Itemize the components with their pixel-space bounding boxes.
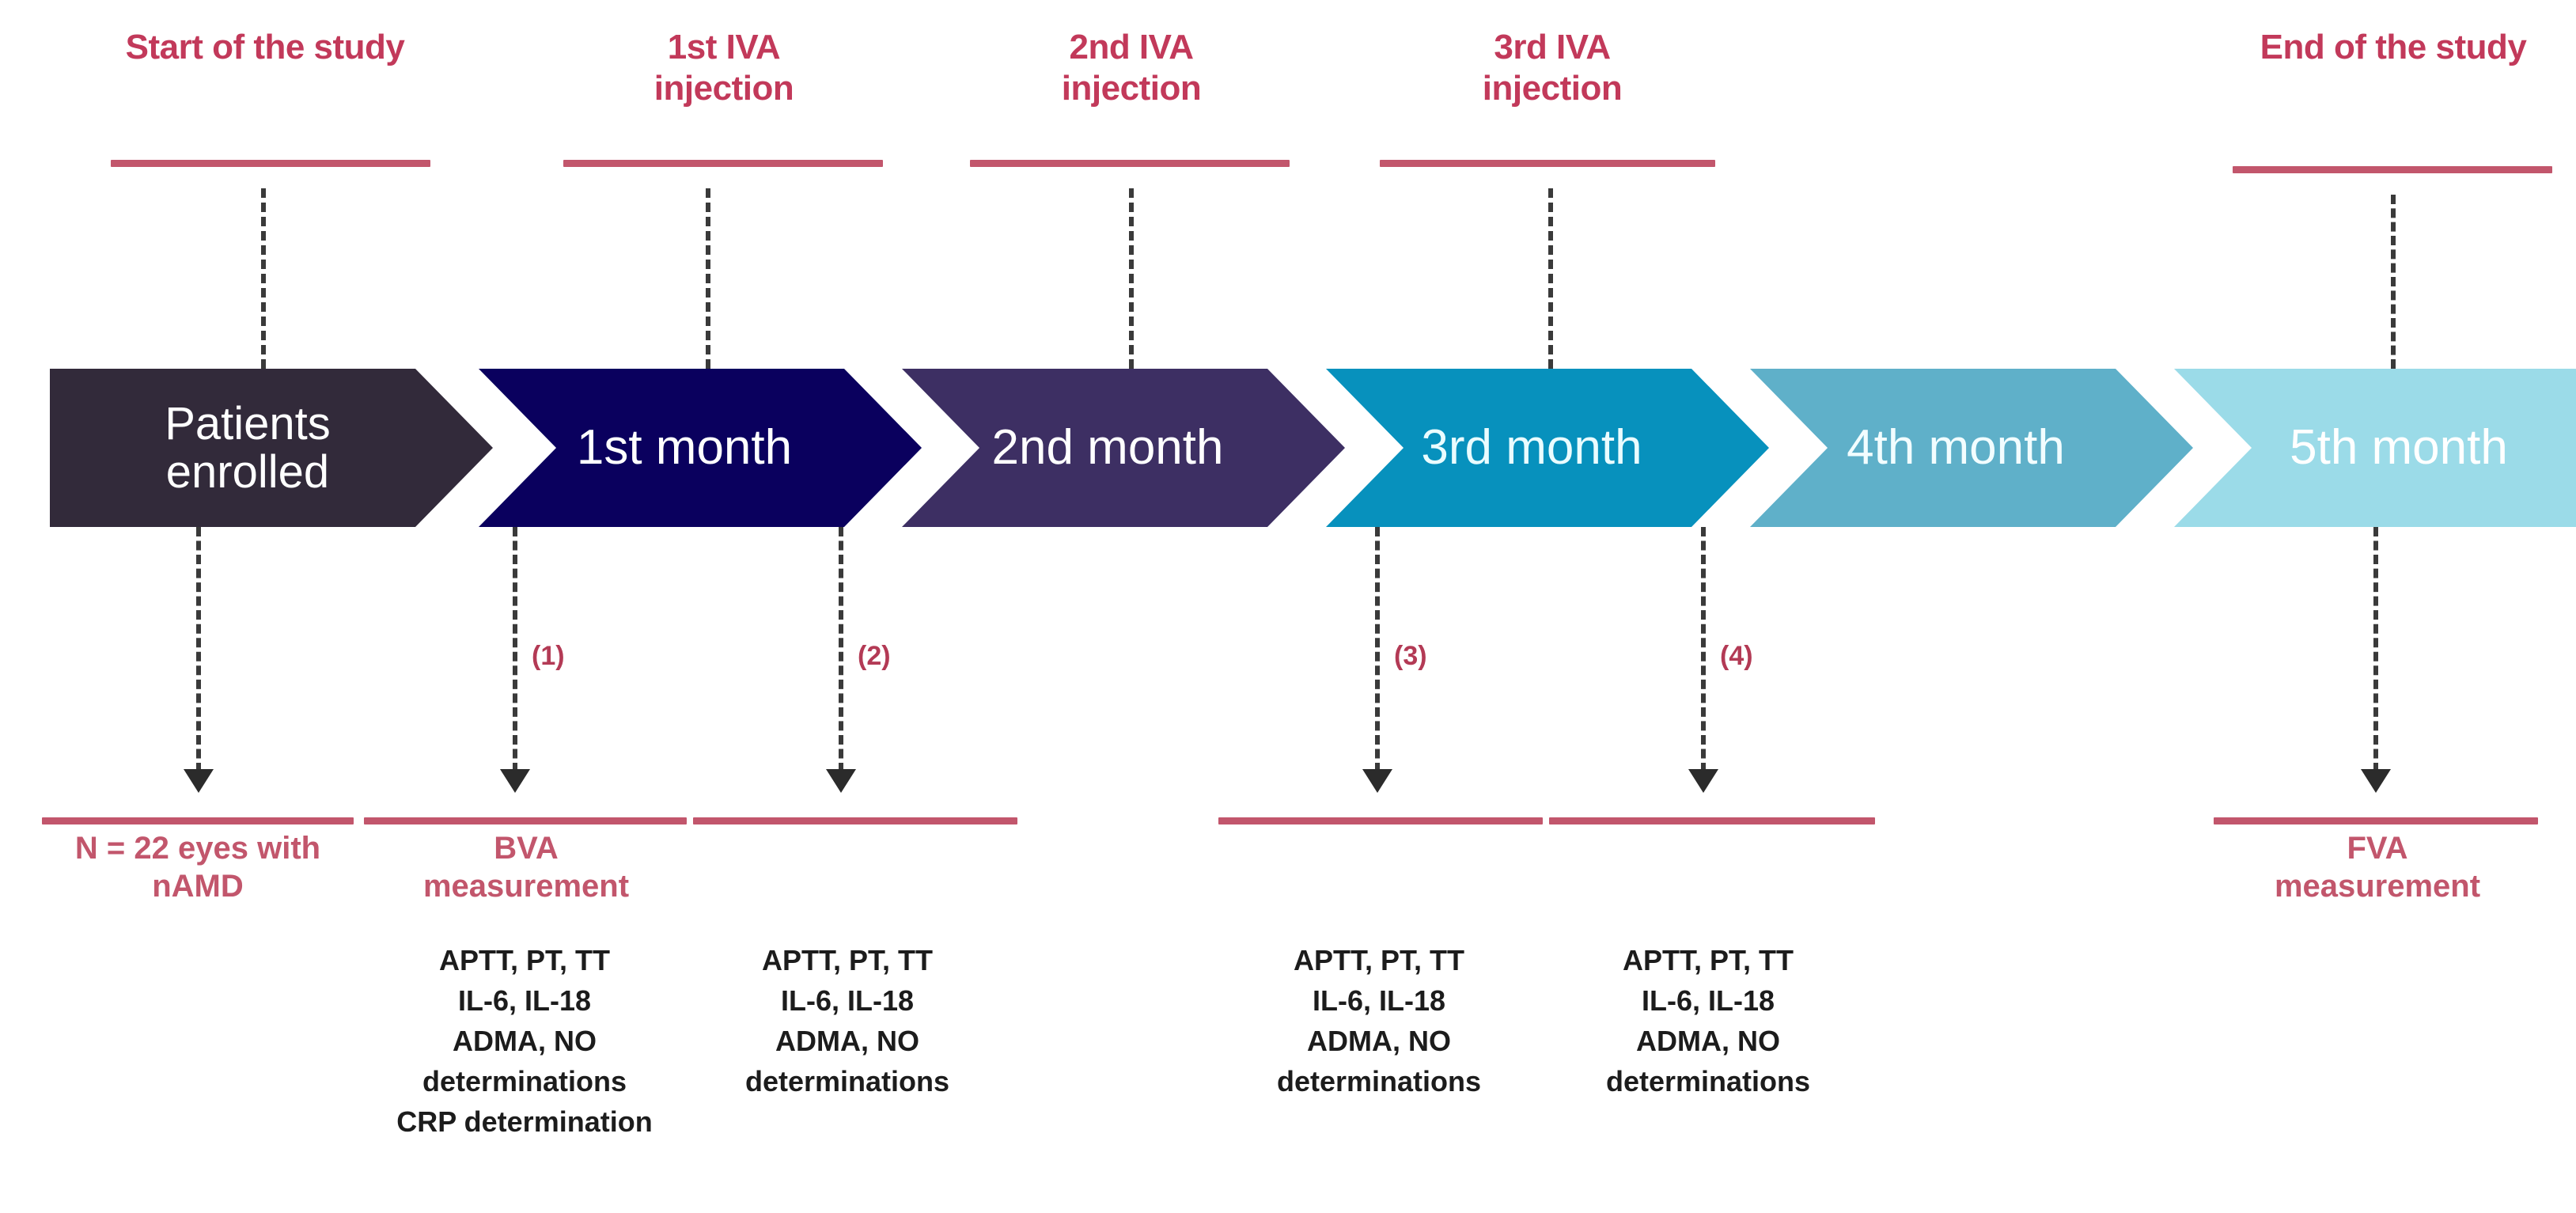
- outcome-enrolled-count: N = 22 eyes with nAMD: [16, 829, 380, 905]
- assay-line: ADMA, NO: [1307, 1025, 1451, 1058]
- connector-band-to-visit-2: [839, 527, 843, 772]
- outcome-bva-measurement: BVA measurement: [356, 829, 696, 905]
- outcome-rule-visit-1: [364, 817, 687, 824]
- milestone-rule-iva-2: [970, 160, 1290, 167]
- outcome-line: measurement: [2274, 869, 2481, 904]
- outcome-rule-enrolled: [42, 817, 354, 824]
- arrowhead-enrolled: [184, 769, 214, 793]
- connector-start-to-band: [261, 188, 266, 369]
- connector-band-to-fva: [2373, 527, 2378, 772]
- marker-3: (3): [1394, 641, 1427, 671]
- milestone-line: End of the study: [2260, 28, 2527, 66]
- milestone-line: injection: [653, 68, 794, 108]
- assay-line: CRP determination: [396, 1105, 653, 1139]
- outcome-rule-visit-4: [1549, 817, 1875, 824]
- outcome-rule-visit-3: [1218, 817, 1543, 824]
- connector-band-to-enrolled: [196, 527, 201, 772]
- stage-label: 1st month: [576, 420, 793, 476]
- stage-label: 4th month: [1847, 420, 2065, 476]
- assay-line: IL-6, IL-18: [780, 984, 915, 1018]
- assay-line: IL-6, IL-18: [1312, 984, 1446, 1018]
- arrowhead-visit-2: [826, 769, 856, 793]
- assay-line: ADMA, NO: [453, 1025, 597, 1058]
- milestone-iva-injection-1: 1st IVA injection: [526, 27, 922, 109]
- connector-iva1-to-band: [706, 188, 710, 369]
- outcome-fva-measurement: FVA measurement: [2207, 829, 2548, 905]
- milestone-line: Start of the study: [125, 28, 405, 66]
- milestone-iva-injection-3: 3rd IVA injection: [1354, 27, 1750, 109]
- milestone-line: injection: [1482, 68, 1623, 108]
- milestone-rule-iva-1: [563, 160, 883, 167]
- connector-band-to-visit-4: [1701, 527, 1706, 772]
- connector-band-to-visit-3: [1375, 527, 1380, 772]
- milestone-line: 3rd IVA: [1494, 28, 1611, 66]
- milestone-iva-injection-2: 2nd IVA injection: [934, 27, 1329, 109]
- milestone-rule-start: [111, 160, 430, 167]
- marker-4: (4): [1720, 641, 1753, 671]
- milestone-line: 1st IVA: [667, 28, 781, 66]
- stage-month-3[interactable]: 3rd month: [1326, 369, 1769, 527]
- outcome-line: FVA: [2347, 831, 2408, 866]
- stage-month-4[interactable]: 4th month: [1750, 369, 2193, 527]
- connector-band-to-visit-1: [513, 527, 517, 772]
- assay-line: determinations: [1605, 1065, 1811, 1098]
- milestone-start-of-study: Start of the study: [32, 27, 498, 68]
- connector-iva2-to-band: [1129, 188, 1134, 369]
- stage-label: Patients enrolled: [165, 397, 331, 498]
- assay-line: ADMA, NO: [775, 1025, 919, 1058]
- assay-visit-3: APTT, PT, TT IL-6, IL-18 ADMA, NO determ…: [1209, 940, 1549, 1101]
- connector-end-to-band: [2391, 195, 2396, 369]
- arrowhead-visit-4: [1688, 769, 1718, 793]
- outcome-line: BVA: [494, 831, 559, 866]
- arrowhead-visit-3: [1362, 769, 1392, 793]
- marker-2: (2): [858, 641, 891, 671]
- assay-visit-1: APTT, PT, TT IL-6, IL-18 ADMA, NO determ…: [347, 940, 703, 1143]
- arrowhead-visit-1: [500, 769, 530, 793]
- stage-month-1[interactable]: 1st month: [479, 369, 922, 527]
- timeline-band: Patients enrolled 1st month 2nd month 3r…: [0, 369, 2576, 527]
- assay-line: determinations: [1276, 1065, 1482, 1098]
- stage-label: 2nd month: [991, 420, 1224, 476]
- outcome-line: nAMD: [152, 869, 244, 904]
- stage-label: 3rd month: [1421, 420, 1642, 476]
- assay-line: APTT, PT, TT: [1623, 944, 1794, 976]
- stage-patients-enrolled[interactable]: Patients enrolled: [50, 369, 493, 527]
- assay-visit-4: APTT, PT, TT IL-6, IL-18 ADMA, NO determ…: [1538, 940, 1878, 1101]
- stage-month-5[interactable]: 5th month: [2174, 369, 2576, 527]
- milestone-line: injection: [1061, 68, 1202, 108]
- assay-line: IL-6, IL-18: [457, 984, 592, 1018]
- connector-iva3-to-band: [1548, 188, 1553, 369]
- outcome-line: measurement: [422, 869, 630, 904]
- milestone-rule-iva-3: [1380, 160, 1715, 167]
- outcome-rule-visit-2: [693, 817, 1017, 824]
- milestone-rule-end: [2233, 166, 2552, 173]
- assay-line: APTT, PT, TT: [1294, 944, 1464, 976]
- stage-month-2[interactable]: 2nd month: [902, 369, 1345, 527]
- assay-line: determinations: [744, 1065, 950, 1098]
- outcome-rule-fva: [2214, 817, 2538, 824]
- assay-line: ADMA, NO: [1636, 1025, 1780, 1058]
- outcome-line: N = 22 eyes with: [74, 831, 321, 866]
- assay-line: APTT, PT, TT: [439, 944, 610, 976]
- milestone-end-of-study: End of the study: [2168, 27, 2576, 68]
- assay-line: APTT, PT, TT: [762, 944, 933, 976]
- assay-visit-2: APTT, PT, TT IL-6, IL-18 ADMA, NO determ…: [677, 940, 1017, 1101]
- assay-line: determinations: [422, 1065, 627, 1098]
- milestone-line: 2nd IVA: [1069, 28, 1194, 66]
- arrowhead-fva: [2361, 769, 2391, 793]
- stage-label: 5th month: [2290, 420, 2508, 476]
- assay-line: IL-6, IL-18: [1641, 984, 1775, 1018]
- marker-1: (1): [532, 641, 565, 671]
